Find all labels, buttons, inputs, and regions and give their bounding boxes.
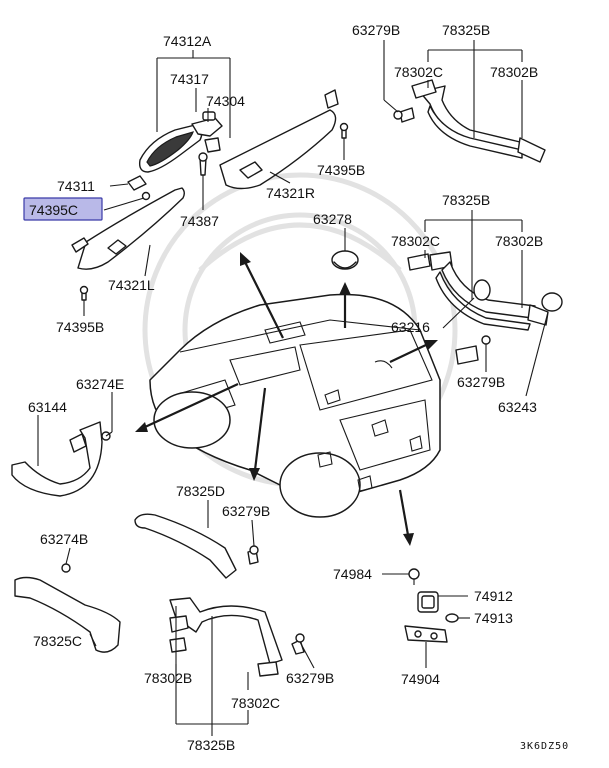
cap-63243[interactable] <box>541 292 563 312</box>
label-78325C[interactable]: 78325C <box>33 633 82 649</box>
lamp-lens-74912[interactable] <box>417 591 439 613</box>
label-74984[interactable]: 74984 <box>333 566 372 582</box>
screw-63274B[interactable] <box>61 563 71 573</box>
label-78302B-top[interactable]: 78302B <box>490 64 538 80</box>
screw-63279B-78325D[interactable] <box>247 545 259 565</box>
assist-grip-top[interactable] <box>411 79 546 163</box>
screw-63279B-bottom[interactable] <box>291 633 305 655</box>
label-78325B-mid[interactable]: 78325B <box>442 192 490 208</box>
assist-grip-78325D[interactable] <box>134 513 237 579</box>
label-74912[interactable]: 74912 <box>474 588 513 604</box>
dome-lamp-63278[interactable] <box>331 250 359 270</box>
label-63279B-bottom[interactable]: 63279B <box>286 670 334 686</box>
label-78325D[interactable]: 78325D <box>176 483 225 499</box>
sun-visor-left[interactable] <box>71 187 185 270</box>
label-78302C-mid[interactable]: 78302C <box>391 233 440 249</box>
leader-lines <box>37 40 549 736</box>
bracket-63279B-mid[interactable] <box>455 335 491 365</box>
label-63274E[interactable]: 63274E <box>76 376 124 392</box>
screw-74395B-right[interactable] <box>339 122 349 139</box>
label-74321L[interactable]: 74321L <box>108 277 155 293</box>
screw-63279B-top[interactable] <box>393 107 415 123</box>
diagram-code: 3K6DZ50 <box>520 741 569 752</box>
screw-74395B-left[interactable] <box>79 285 89 301</box>
label-74311[interactable]: 74311 <box>57 178 95 194</box>
part-labels: 74312A 74317 74304 74311 74395C 74387 74… <box>28 22 569 753</box>
lamp-screw-74984[interactable] <box>408 568 420 585</box>
label-78302B-bottom[interactable]: 78302B <box>144 670 192 686</box>
label-74304[interactable]: 74304 <box>206 93 245 109</box>
label-78302C-top[interactable]: 78302C <box>394 64 443 80</box>
label-74395B-right[interactable]: 74395B <box>317 162 365 178</box>
label-74387[interactable]: 74387 <box>180 213 219 229</box>
label-63274B[interactable]: 63274B <box>40 531 88 547</box>
label-63279B-mid[interactable]: 63279B <box>457 374 505 390</box>
bulb-74913[interactable] <box>445 613 459 623</box>
vehicle-body <box>149 293 441 518</box>
label-74312A[interactable]: 74312A <box>163 33 212 49</box>
label-63279B-78325D[interactable]: 63279B <box>222 503 270 519</box>
label-78325B-top[interactable]: 78325B <box>442 22 490 38</box>
screw-74395C[interactable] <box>141 191 151 201</box>
label-74395B-left[interactable]: 74395B <box>56 319 104 335</box>
label-78325B-bottom[interactable]: 78325B <box>187 737 235 753</box>
label-74395C[interactable]: 74395C <box>29 202 78 218</box>
screw-74387[interactable] <box>198 152 208 176</box>
visor-holder-left[interactable] <box>127 175 147 191</box>
mirror-mount[interactable] <box>204 137 221 153</box>
label-74913[interactable]: 74913 <box>474 610 513 626</box>
label-63243[interactable]: 63243 <box>498 399 537 415</box>
label-63278[interactable]: 63278 <box>313 211 352 227</box>
sun-visor-right[interactable] <box>219 89 339 190</box>
assist-grip-bottom[interactable] <box>169 597 283 677</box>
rearview-mirror[interactable] <box>138 111 223 173</box>
highlight-74395C[interactable] <box>23 197 103 221</box>
assist-grip-63144[interactable] <box>11 421 103 497</box>
label-78302B-mid[interactable]: 78302B <box>495 233 543 249</box>
label-63144[interactable]: 63144 <box>28 399 67 415</box>
label-74321R[interactable]: 74321R <box>266 185 315 201</box>
label-63279B-top[interactable]: 63279B <box>352 22 400 38</box>
callout-arrows <box>135 252 438 546</box>
ring-63216[interactable] <box>473 279 491 301</box>
label-74904[interactable]: 74904 <box>401 671 440 687</box>
lamp-housing-74904[interactable] <box>404 625 448 643</box>
label-78302C-bottom[interactable]: 78302C <box>231 695 280 711</box>
label-74317[interactable]: 74317 <box>170 71 209 87</box>
label-63216[interactable]: 63216 <box>391 319 430 335</box>
assist-grip-78325C[interactable] <box>14 576 121 653</box>
